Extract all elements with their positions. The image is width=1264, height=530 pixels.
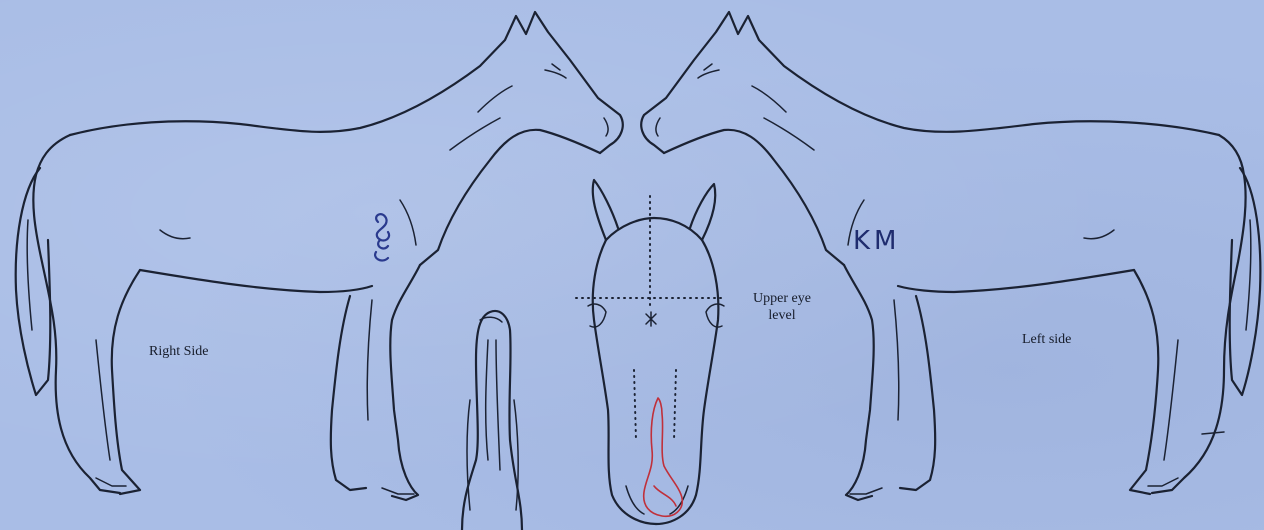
label-right-side: Right Side — [149, 343, 209, 360]
handwritten-initials: KM — [853, 226, 900, 256]
blue-pen-marking — [375, 214, 389, 260]
label-upper-eye-level: Upper eye level — [742, 290, 822, 324]
muzzle-view-outline — [462, 311, 522, 530]
head-front-view-outline — [576, 180, 724, 524]
label-upper-eye-line1: Upper eye — [742, 290, 822, 307]
horse-left-side-outline — [641, 12, 1260, 500]
label-upper-eye-line2: level — [742, 307, 822, 324]
horse-right-side-outline — [16, 12, 623, 500]
label-left-side: Left side — [1022, 331, 1071, 348]
